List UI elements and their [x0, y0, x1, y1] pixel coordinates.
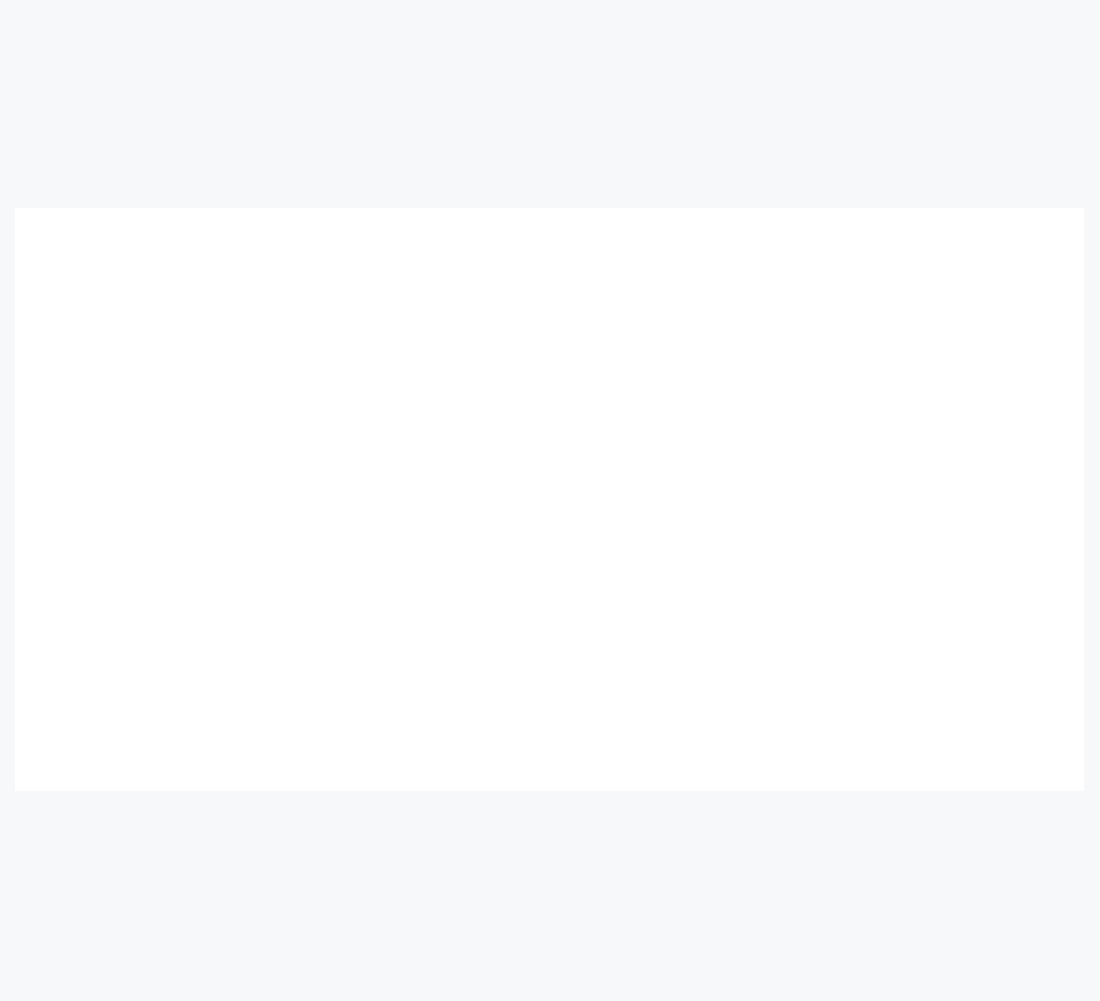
blank-content-panel [15, 208, 1084, 791]
